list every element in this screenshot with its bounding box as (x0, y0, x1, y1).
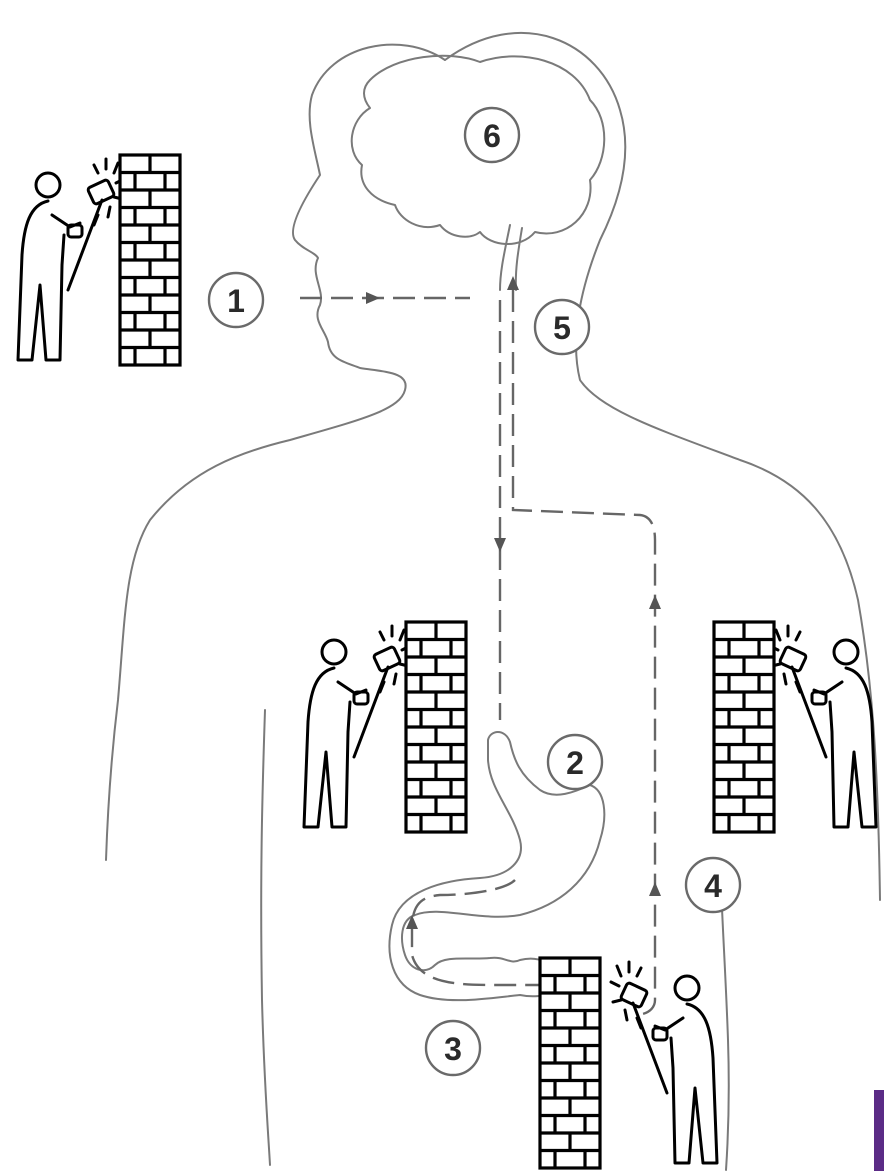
worker-wall-3 (714, 622, 876, 832)
step-label-2: 2 (566, 745, 584, 781)
step-label-1: 1 (227, 283, 245, 319)
step-label-6: 6 (483, 118, 501, 154)
step-marker-3: 3 (426, 1021, 480, 1075)
step-label-3: 3 (444, 1031, 462, 1067)
brain-icon (352, 56, 605, 290)
worker-wall-4 (540, 958, 717, 1168)
step-label-5: 5 (553, 310, 571, 346)
step-label-4: 4 (704, 868, 722, 904)
corner-accent-bar (874, 1090, 884, 1171)
pathway-lines (300, 276, 661, 1015)
step-marker-1: 1 (209, 273, 263, 327)
worker-wall-1 (18, 155, 180, 365)
step-marker-6: 6 (465, 108, 519, 162)
step-marker-2: 2 (548, 735, 602, 789)
step-marker-5: 5 (535, 300, 589, 354)
body-outline (106, 33, 880, 1170)
person-hammering-wall-icon (611, 962, 717, 1163)
step-marker-4: 4 (686, 858, 740, 912)
worker-wall-2 (304, 622, 466, 832)
person-hammering-wall-icon (304, 626, 410, 827)
person-hammering-wall-icon (18, 159, 124, 360)
person-hammering-wall-icon (770, 626, 876, 827)
